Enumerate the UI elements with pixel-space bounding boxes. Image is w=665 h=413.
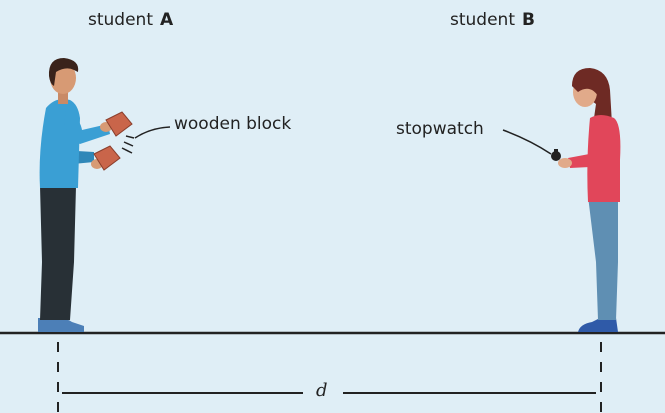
student-a-hair (48, 58, 79, 86)
impact-line-2 (121, 147, 133, 154)
student-a-label: student A (88, 10, 173, 30)
wooden-block-lower (93, 145, 121, 171)
student-a-label-letter: A (160, 10, 174, 30)
student-a-front-arm (64, 108, 110, 144)
student-a-figure (38, 58, 135, 332)
stopwatch-crown (554, 149, 558, 152)
student-b-shoe (578, 318, 618, 332)
wooden-block-leader (134, 126, 171, 139)
student-a-label-prefix: student (88, 10, 153, 30)
impact-line-1 (123, 141, 134, 147)
impact-line-3 (125, 135, 135, 139)
student-a-neck (58, 92, 68, 104)
student-b-jeans (588, 196, 618, 320)
student-b-arm (568, 124, 613, 168)
student-b-label-prefix: student (450, 10, 515, 30)
student-a-trousers (40, 186, 76, 320)
student-b-label: student B (450, 10, 535, 30)
student-b-label-letter: B (522, 10, 535, 30)
distance-label: d (316, 380, 328, 401)
student-b-hands (558, 158, 572, 168)
student-b-figure (551, 68, 621, 332)
student-a-shoe (38, 318, 84, 332)
student-b-hair-front (572, 70, 602, 96)
wooden-block-upper (105, 111, 133, 137)
stopwatch-leader (502, 129, 552, 155)
wooden-block-label: wooden block (174, 114, 292, 134)
student-a-shirt (39, 99, 80, 188)
stopwatch-label: stopwatch (396, 119, 484, 139)
stopwatch-icon (551, 151, 561, 161)
